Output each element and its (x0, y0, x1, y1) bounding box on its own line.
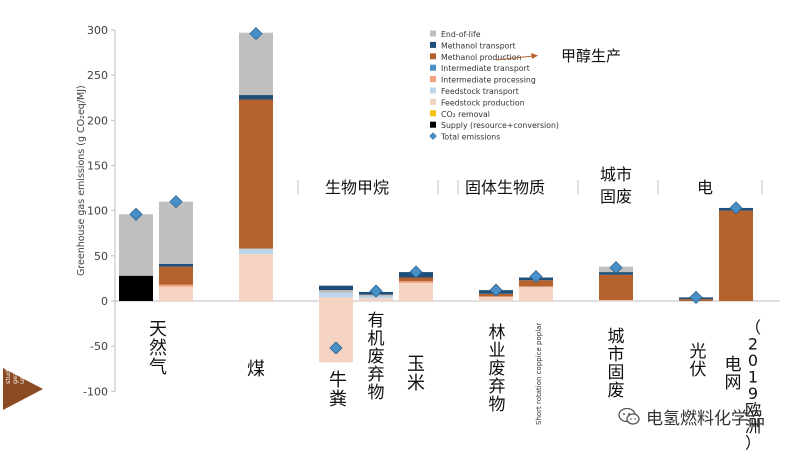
bar-segment (159, 284, 193, 287)
bar-segment (119, 214, 153, 276)
bar-segment (359, 298, 393, 301)
callout-label: 甲醇生产 (561, 47, 621, 65)
svg-text:studiogearup: studiogearup (4, 368, 26, 384)
total-marker (609, 261, 623, 275)
watermark: 电氢燃料化学品 (618, 404, 765, 429)
y-tick-label: -50 (90, 340, 108, 353)
y-tick-label: -100 (83, 385, 108, 398)
bar-segment (399, 282, 433, 301)
total-marker (729, 201, 743, 215)
total-marker (529, 270, 543, 284)
bar-segment (239, 254, 273, 301)
group-label: 固废 (600, 187, 632, 206)
bar-segment (599, 274, 633, 301)
bar-segment (119, 275, 153, 301)
legend-marker (430, 41, 436, 48)
bar-segment (399, 281, 433, 283)
y-tick-label: 300 (87, 24, 108, 37)
category-label: 天然气 (149, 319, 167, 378)
legend-label: Methanol production (441, 53, 522, 62)
callout-arrow (495, 55, 534, 61)
legend-label: Methanol transport (441, 41, 516, 50)
group-label: 生物甲烷 (325, 178, 389, 197)
legend-marker (430, 87, 436, 94)
total-marker (129, 207, 143, 221)
total-marker (329, 341, 343, 355)
group-label: 城市 (600, 165, 632, 184)
y-tick-label: 200 (87, 114, 108, 127)
group-label: 电 (697, 178, 713, 197)
legend-label: Feedstock production (441, 98, 525, 107)
legend-marker (429, 132, 437, 140)
y-tick-label: 0 (101, 295, 108, 308)
category-label: 玉米 (407, 354, 425, 394)
legend-label: Intermediate transport (441, 64, 530, 73)
bar-segment (519, 280, 553, 287)
category-label: Short rotation coppice poplar (535, 323, 543, 425)
total-marker (249, 27, 263, 41)
legend-label: End-of-life (441, 30, 481, 39)
bar-segment (399, 277, 433, 282)
legend-label: Supply (resource+conversion) (441, 121, 559, 130)
bar-segment (319, 292, 353, 298)
callout-arrowhead (531, 53, 538, 59)
bar-segment (159, 201, 193, 264)
bar-segment (239, 99, 273, 249)
total-marker (489, 283, 503, 297)
category-label: 牛粪 (329, 370, 347, 410)
category-label: 光伏 (690, 342, 707, 380)
bar-segment (599, 300, 633, 301)
bar-segment (239, 32, 273, 96)
legend-label: Total emissions (440, 133, 500, 142)
category-label: 煤 (247, 359, 265, 380)
legend-marker (430, 30, 436, 37)
category-label: 林业废弃物 (489, 323, 506, 415)
y-tick-label: 250 (87, 69, 108, 82)
bar-segment (239, 95, 273, 100)
total-marker (689, 290, 703, 304)
bar-segment (239, 248, 273, 255)
studio-gear-up-logo: studiogearup (3, 368, 43, 410)
bar-segment (319, 290, 353, 293)
legend-label: CO₂ removal (441, 110, 490, 119)
legend-label: Feedstock transport (441, 87, 519, 96)
bar-segment (519, 286, 553, 301)
total-marker (169, 195, 183, 209)
watermark-text: 电氢燃料化学品 (646, 409, 765, 429)
y-tick-label: 100 (87, 205, 108, 218)
legend-marker (430, 53, 436, 60)
legend-marker (430, 76, 436, 83)
y-tick-label: 50 (94, 250, 108, 263)
category-label: 电网 (725, 355, 742, 393)
total-marker (409, 265, 423, 279)
bar-segment (479, 296, 513, 301)
legend-marker (430, 110, 436, 117)
legend-marker (430, 98, 436, 105)
group-label: 固体生物质 (465, 178, 545, 197)
bar-segment (319, 297, 353, 301)
bar-segment (719, 210, 753, 301)
total-marker (369, 284, 383, 298)
y-axis-label: Greenhouse gas emissions (g CO₂eq/MJ) (76, 85, 87, 276)
legend-label: Intermediate processing (441, 76, 536, 85)
bar-segment (319, 285, 353, 291)
bar-segment (159, 263, 193, 267)
category-label: 有机废弃物 (368, 311, 385, 403)
bar-segment (159, 286, 193, 301)
y-tick-label: 150 (87, 160, 108, 173)
legend-marker (430, 121, 436, 128)
legend-marker (430, 64, 436, 71)
bar-segment (159, 266, 193, 285)
wechat-icon (618, 407, 640, 425)
category-label: 城市固废 (608, 327, 625, 401)
